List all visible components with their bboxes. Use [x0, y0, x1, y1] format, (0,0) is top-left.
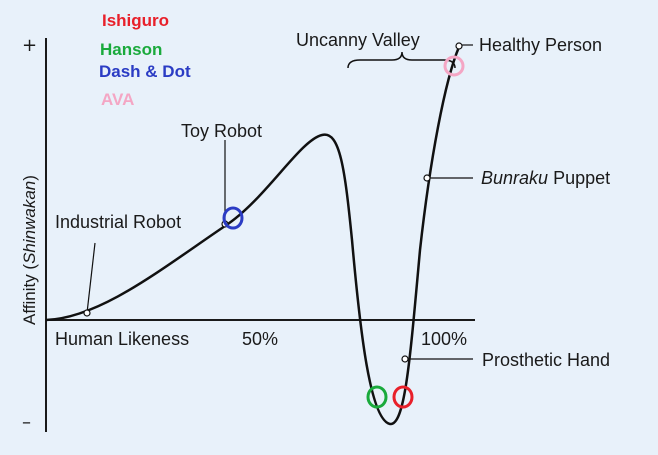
label-healthy-person: Healthy Person [479, 35, 602, 55]
point-toy-robot: Toy Robot [181, 121, 262, 228]
point-healthy-person: Healthy Person [455, 35, 602, 55]
svg-text:Bunraku Puppet: Bunraku Puppet [481, 168, 610, 188]
uncanny-valley-label: Uncanny Valley [296, 30, 420, 50]
uncanny-valley-brace [347, 51, 456, 69]
label-prosthetic-hand: Prosthetic Hand [482, 350, 610, 370]
point-prosthetic-hand: Prosthetic Hand [401, 350, 610, 370]
point-industrial-robot: Industrial Robot [55, 212, 181, 317]
x-tick-100: 100% [421, 329, 467, 349]
label-toy-robot: Toy Robot [181, 121, 262, 141]
label-industrial-robot: Industrial Robot [55, 212, 181, 232]
label-puppet: Puppet [553, 168, 610, 188]
legend-hanson: Hanson [100, 40, 162, 59]
affinity-curve [45, 46, 461, 426]
x-tick-50: 50% [242, 329, 278, 349]
y-axis-label: Affinity (Shinwakan) [20, 175, 39, 325]
legend-ishiguro: Ishiguro [102, 11, 169, 30]
marker-ishiguro [392, 385, 414, 409]
legend-ava: AVA [101, 90, 134, 109]
marker-hanson [366, 385, 388, 409]
label-bunraku: Bunraku [481, 168, 548, 188]
y-tick-plus: + [22, 35, 37, 56]
legend-dash-dot: Dash & Dot [99, 62, 191, 81]
y-tick-minus: – [22, 412, 31, 433]
x-axis-label: Human Likeness [55, 329, 189, 349]
marker-ava [443, 55, 465, 77]
point-bunraku-puppet: Bunraku Puppet [423, 168, 610, 188]
marker-dash-dot [222, 206, 244, 230]
